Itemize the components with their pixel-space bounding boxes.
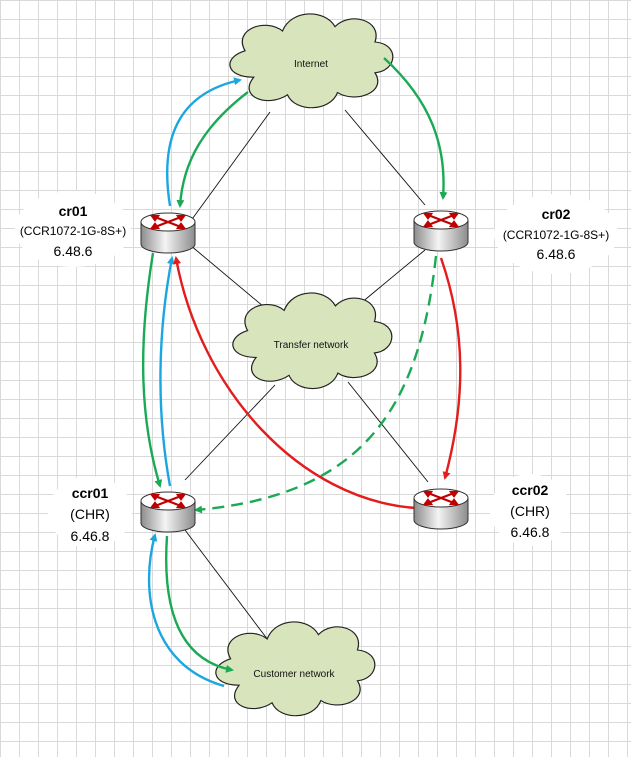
arrow-ccr01-to-cr01-blue: [159, 256, 175, 487]
router-icon: [140, 491, 196, 533]
ccr02-model: (CHR): [510, 503, 550, 519]
ccr01-name: ccr01: [72, 485, 109, 501]
ccr01-model: (CHR): [70, 506, 110, 522]
cr01-model: (CCR1072-1G-8S+): [20, 224, 126, 238]
cr01-version: 6.48.6: [54, 243, 93, 259]
router-ccr01: [140, 491, 196, 533]
arrow-ccr01-to-customer-green: [165, 535, 234, 673]
ccr01-label: ccr01 (CHR) 6.46.8: [70, 485, 110, 544]
cr02-version: 6.48.6: [537, 246, 576, 262]
ccr02-name: ccr02: [512, 482, 549, 498]
arrow-internet-to-cr02-green: [383, 57, 448, 200]
link-transfer-ccr02: [347, 381, 429, 483]
cr01-name: cr01: [59, 203, 88, 219]
label-backdrops: [15, 191, 618, 548]
arrow-cr01-to-internet-blue: [166, 77, 242, 207]
transfer-network-cloud-label: Transfer network: [274, 340, 350, 351]
cr02-name: cr02: [542, 206, 571, 222]
link-cr02-transfer: [354, 249, 426, 309]
arrow-internet-to-cr01-green: [176, 91, 249, 208]
ccr02-version: 6.46.8: [511, 524, 550, 540]
arrow-ccr02-to-cr01-red: [173, 256, 417, 510]
link-internet-cr01: [189, 111, 271, 223]
ccr02-label: ccr02 (CHR) 6.46.8: [510, 482, 550, 540]
router-cr01: [140, 212, 196, 254]
link-internet-cr02: [344, 109, 426, 206]
links: [184, 109, 429, 641]
traffic-arrows: [141, 57, 462, 688]
ccr01-version: 6.46.8: [71, 528, 110, 544]
internet-cloud-label: Internet: [294, 59, 328, 70]
cr01-label: cr01 (CCR1072-1G-8S+) 6.48.6: [20, 203, 126, 259]
link-ccr01-customer: [184, 529, 269, 641]
arrow-customer-to-ccr01-blue: [147, 533, 225, 688]
router-ccr02: [413, 488, 469, 530]
arrow-cr02-to-ccr01-dashed: [194, 255, 438, 514]
arrow-cr01-to-ccr01-green: [141, 252, 163, 488]
router-icon: [140, 212, 196, 254]
cr02-model: (CCR1072-1G-8S+): [503, 228, 609, 242]
cr02-label: cr02 (CCR1072-1G-8S+) 6.48.6: [503, 206, 609, 262]
link-transfer-ccr01: [184, 384, 276, 481]
arrow-cr02-to-ccr02-red: [439, 257, 462, 480]
router-cr02: [413, 210, 469, 252]
router-icon: [413, 488, 469, 530]
customer-network-cloud-label: Customer network: [253, 669, 335, 680]
router-icon: [413, 210, 469, 252]
